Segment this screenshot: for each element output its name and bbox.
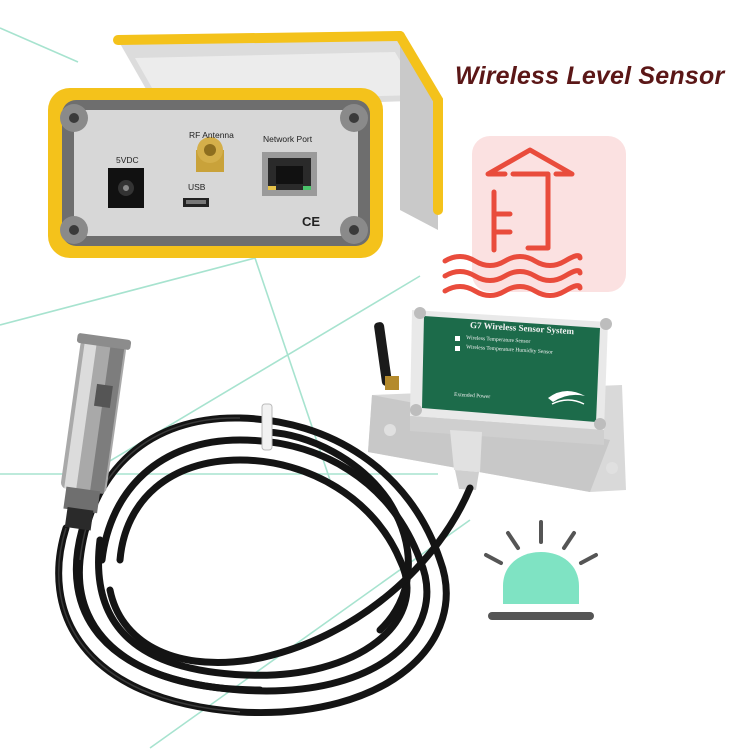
page-title: Wireless Level Sensor [455,62,725,90]
ce-mark: CE [302,214,321,229]
network-port-label: Network Port [263,134,313,144]
power-label: 5VDC [116,155,139,165]
rf-antenna-label: RF Antenna [189,130,234,140]
usb-label: USB [188,182,206,192]
